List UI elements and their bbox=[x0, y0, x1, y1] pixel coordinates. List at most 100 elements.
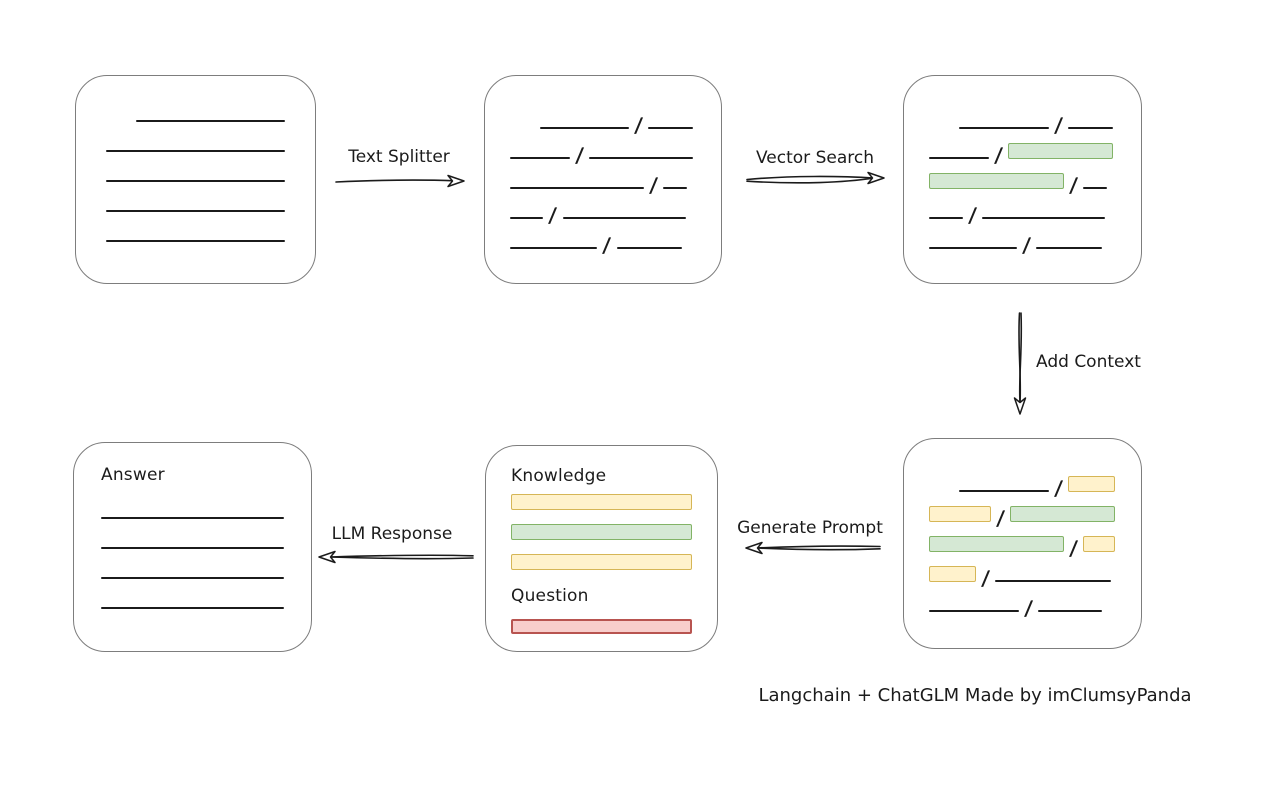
diagram-caption: Langchain + ChatGLM Made by imClumsyPand… bbox=[758, 685, 1192, 706]
text-line bbox=[1036, 247, 1102, 249]
text-splitter-arrow bbox=[335, 174, 465, 188]
text-line bbox=[106, 210, 285, 212]
text-line bbox=[106, 150, 285, 152]
split-chunks-content: / / / / / bbox=[485, 76, 721, 283]
text-line bbox=[1038, 610, 1102, 612]
text-line bbox=[929, 157, 989, 159]
text-line bbox=[588, 157, 693, 159]
green-chunk bbox=[1010, 506, 1115, 522]
text-line bbox=[929, 217, 963, 219]
question-label: Question bbox=[511, 586, 589, 606]
text-line bbox=[929, 247, 1017, 249]
chunk-row bbox=[106, 105, 285, 122]
chunk-row bbox=[106, 135, 285, 152]
split-separator: / bbox=[1023, 596, 1034, 620]
yellow-chunk bbox=[511, 494, 692, 510]
prompt-node: Knowledge Question bbox=[485, 445, 718, 652]
yellow-chunk bbox=[929, 566, 976, 582]
text-line bbox=[136, 120, 285, 122]
text-line bbox=[101, 577, 284, 579]
chunk-row bbox=[106, 195, 285, 212]
generate-prompt-label: Generate Prompt bbox=[737, 518, 883, 538]
generate-prompt-arrow bbox=[745, 541, 881, 555]
text-line bbox=[958, 490, 1049, 492]
green-chunk bbox=[929, 536, 1064, 552]
text-line bbox=[995, 580, 1111, 582]
split-separator: / bbox=[633, 113, 644, 137]
text-line bbox=[510, 217, 544, 219]
context-chunks-node: ///// bbox=[903, 438, 1142, 649]
split-separator: / bbox=[993, 143, 1004, 167]
chunk-row bbox=[511, 554, 692, 570]
chunk-row bbox=[106, 225, 285, 242]
chunk-row: / bbox=[510, 142, 696, 167]
text-line bbox=[616, 247, 682, 249]
indent-spacer bbox=[106, 121, 136, 122]
green-chunk bbox=[511, 524, 692, 540]
split-separator: / bbox=[574, 143, 585, 167]
yellow-chunk bbox=[929, 506, 991, 522]
chunk-row bbox=[511, 494, 692, 510]
matched-chunks-content: / / / / / bbox=[904, 76, 1141, 283]
green-chunk bbox=[929, 173, 1064, 189]
yellow-chunk bbox=[511, 554, 692, 570]
chunk-row bbox=[101, 592, 284, 609]
knowledge-label: Knowledge bbox=[511, 466, 607, 486]
chunk-row: / bbox=[929, 595, 1116, 620]
text-line bbox=[929, 610, 1019, 612]
add-context-arrow bbox=[1013, 312, 1027, 415]
answer-node: Answer bbox=[73, 442, 312, 652]
source-document-content bbox=[76, 76, 315, 283]
chunk-row bbox=[101, 562, 284, 579]
text-line bbox=[981, 217, 1106, 219]
text-line bbox=[539, 127, 630, 129]
chunk-row bbox=[511, 618, 692, 634]
knowledge-bars bbox=[511, 494, 692, 570]
split-separator: / bbox=[602, 233, 612, 257]
red-chunk bbox=[511, 619, 692, 634]
yellow-chunk bbox=[1082, 536, 1115, 552]
vector-search-arrow bbox=[746, 171, 885, 185]
chunk-row: / bbox=[929, 202, 1116, 227]
split-chunks-node: / / / / / bbox=[484, 75, 722, 284]
prompt-content: Knowledge Question bbox=[486, 446, 717, 651]
text-line bbox=[101, 607, 284, 609]
split-separator: / bbox=[980, 566, 991, 590]
text-line bbox=[562, 217, 686, 219]
chunk-row: / bbox=[929, 505, 1116, 530]
chunk-row bbox=[101, 532, 284, 549]
llm-response-label: LLM Response bbox=[331, 524, 453, 544]
text-line bbox=[648, 127, 693, 129]
add-context-label: Add Context bbox=[1036, 352, 1141, 372]
split-separator: / bbox=[1053, 113, 1064, 137]
indent-spacer bbox=[929, 128, 959, 129]
chunk-row: / bbox=[510, 202, 696, 227]
question-bar bbox=[511, 618, 692, 634]
chunk-row: / bbox=[510, 232, 696, 257]
chunk-row: / bbox=[929, 232, 1116, 257]
chunk-row: / bbox=[510, 172, 696, 197]
chunk-row: / bbox=[929, 565, 1116, 590]
answer-label: Answer bbox=[101, 465, 165, 485]
text-line bbox=[106, 180, 285, 182]
text-splitter-label: Text Splitter bbox=[348, 147, 450, 167]
text-line bbox=[101, 547, 284, 549]
text-line bbox=[1067, 127, 1113, 129]
chunk-row: / bbox=[510, 112, 696, 137]
text-line bbox=[510, 247, 598, 249]
text-line bbox=[510, 157, 570, 159]
text-line bbox=[101, 517, 284, 519]
green-chunk bbox=[1008, 143, 1113, 159]
chunk-row: / bbox=[929, 112, 1116, 137]
answer-content: Answer bbox=[74, 443, 311, 651]
source-document-node bbox=[75, 75, 316, 284]
split-separator: / bbox=[995, 506, 1006, 530]
split-separator: / bbox=[967, 203, 978, 227]
chunk-row: / bbox=[929, 142, 1116, 167]
split-separator: / bbox=[1068, 173, 1079, 197]
matched-chunks-node: / / / / / bbox=[903, 75, 1142, 284]
split-separator: / bbox=[1021, 233, 1032, 257]
chunk-row: / bbox=[929, 172, 1116, 197]
text-line bbox=[958, 127, 1049, 129]
yellow-chunk bbox=[1067, 476, 1115, 492]
